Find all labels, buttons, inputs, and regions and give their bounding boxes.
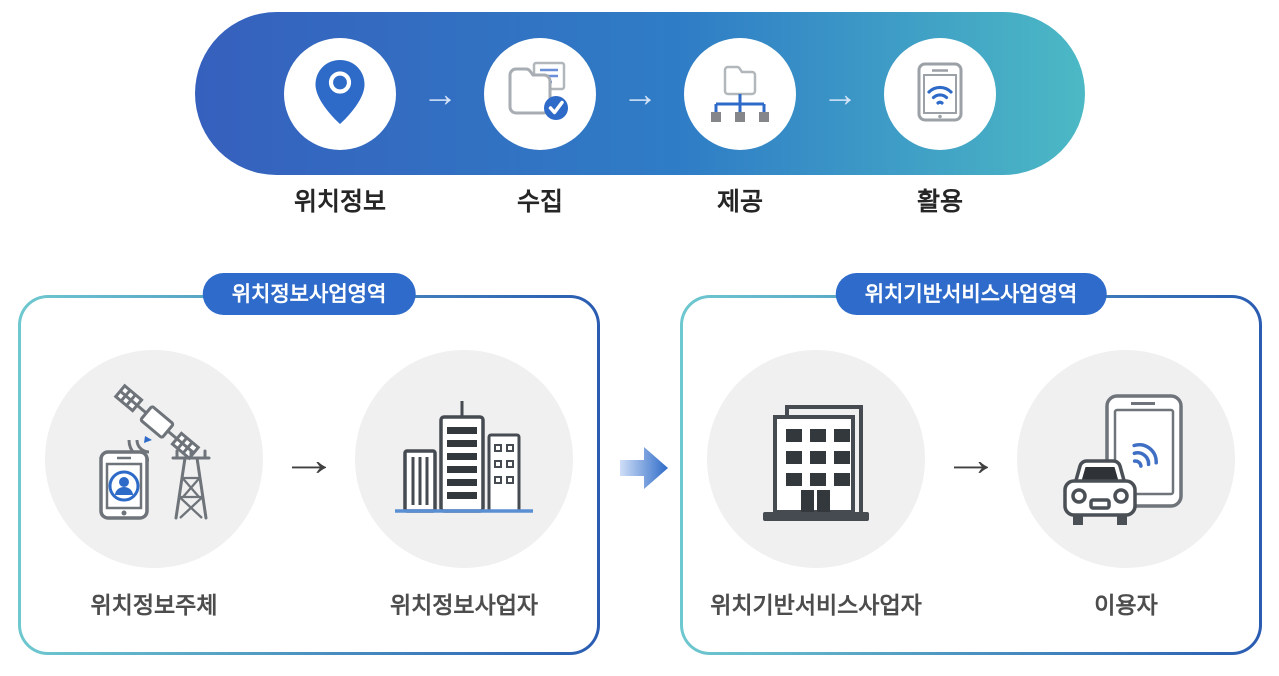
- flow-step-collection: 수집: [484, 12, 596, 218]
- location-pin-icon: [314, 59, 366, 130]
- entity-location-info-provider: 위치정보사업자: [355, 350, 573, 620]
- flow-step-label: 수집: [516, 188, 563, 216]
- flow-step-circle: [284, 38, 396, 150]
- flow-step-label: 활용: [916, 188, 963, 216]
- flow-step-circle: [684, 38, 796, 150]
- area-location-info-business: 위치정보사업영역: [18, 273, 600, 655]
- entity-location-info-subject: 위치정보주체: [45, 350, 263, 620]
- entity-arrow-icon: →: [942, 433, 1000, 485]
- entity-lbs-provider: 위치기반서비스사업자: [707, 350, 925, 620]
- entity-label: 이용자: [1094, 592, 1158, 618]
- folder-check-icon: [508, 61, 572, 128]
- flow-step-label: 위치정보: [293, 188, 386, 216]
- area-badge: 위치기반서비스사업영역: [835, 273, 1107, 315]
- area-badge: 위치정보사업영역: [202, 273, 416, 315]
- entity-label: 위치정보사업자: [389, 592, 539, 618]
- entity-user: 이용자: [1017, 350, 1235, 620]
- satellite-phone-tower-icon: [79, 382, 229, 537]
- flow-step-circle: [484, 38, 596, 150]
- area-location-based-service-business: 위치기반서비스사업영역: [680, 273, 1262, 655]
- entity-circle: [355, 350, 573, 568]
- flow-arrow-icon: →: [822, 72, 858, 114]
- area-content: 위치정보주체 →: [21, 298, 597, 652]
- process-flow-row: 위치정보 → 수집 →: [195, 12, 1085, 218]
- entity-label: 위치기반서비스사업자: [710, 592, 922, 618]
- entity-circle: [1017, 350, 1235, 568]
- entity-circle: [707, 350, 925, 568]
- flow-step-circle: [884, 38, 996, 150]
- flow-step-provision: 제공: [684, 12, 796, 218]
- tablet-wifi-icon: [917, 62, 963, 127]
- process-flow: 위치정보 → 수집 →: [195, 12, 1085, 218]
- flow-arrow-icon: →: [422, 72, 458, 114]
- flow-step-utilization: 활용: [884, 12, 996, 218]
- folder-share-icon: [708, 61, 772, 128]
- flow-arrow-icon: →: [622, 72, 658, 114]
- flow-step-location-info: 위치정보: [284, 12, 396, 218]
- area-content: 위치기반서비스사업자 →: [683, 298, 1259, 652]
- entity-circle: [45, 350, 263, 568]
- flow-step-label: 제공: [716, 188, 763, 216]
- entity-arrow-icon: →: [280, 433, 338, 485]
- entity-label: 위치정보주체: [90, 592, 218, 618]
- office-building-icon: [741, 387, 891, 532]
- city-buildings-icon: [389, 387, 539, 532]
- tablet-car-icon: [1051, 382, 1201, 537]
- between-areas-arrow-icon: [620, 443, 670, 498]
